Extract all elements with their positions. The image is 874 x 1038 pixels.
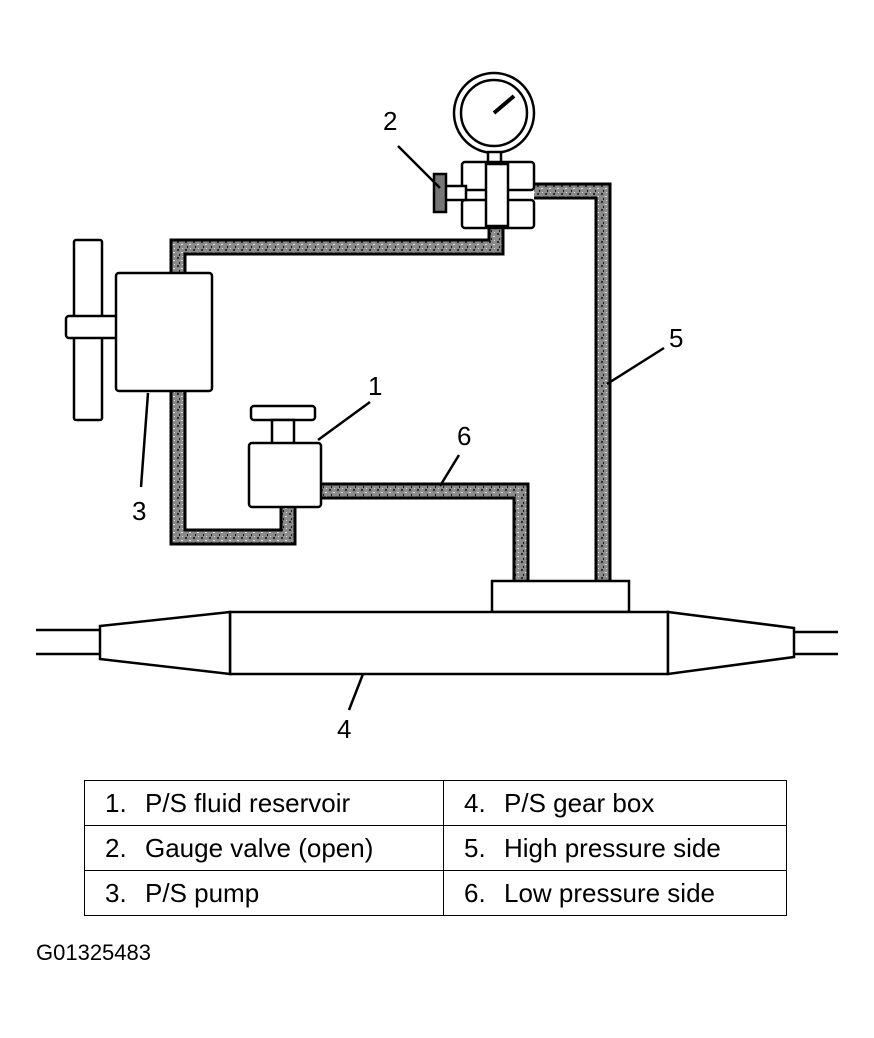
leader-2 <box>397 145 441 189</box>
legend-number: 3. <box>105 877 127 908</box>
low-pressure-hose <box>320 482 530 580</box>
leader-3 <box>139 392 150 488</box>
high-pressure-hose <box>534 182 612 580</box>
hoses <box>169 182 612 580</box>
leader-4 <box>347 673 365 711</box>
callout-1: 1 <box>368 371 382 401</box>
ps-fluid-reservoir <box>247 404 323 509</box>
legend-number: 4. <box>464 787 486 818</box>
gear-box-valve-housing <box>490 579 631 614</box>
legend-number: 1. <box>105 787 127 818</box>
callout-6: 6 <box>457 421 471 451</box>
leader-1 <box>317 400 371 442</box>
pulley-shaft <box>64 314 120 340</box>
left-boot <box>98 610 232 676</box>
leader-lines <box>139 145 665 711</box>
callout-4: 4 <box>337 714 351 744</box>
reservoir-cap <box>249 404 317 422</box>
leader-6 <box>438 454 461 487</box>
legend-label: P/S pump <box>145 877 260 908</box>
ps-pump <box>64 238 214 422</box>
legend-number: 5. <box>464 832 486 863</box>
reservoir-body <box>247 441 323 509</box>
legend-cell: 1. P/S fluid reservoir <box>84 780 444 826</box>
legend-row: 3. P/S pump 6. Low pressure side <box>84 870 787 916</box>
legend-cell: 4. P/S gear box <box>443 780 787 826</box>
ps-gear-box <box>36 579 838 676</box>
callout-labels: 1 2 3 4 5 6 <box>132 106 683 744</box>
pump-to-gauge-hose <box>169 196 505 272</box>
legend-cell: 2. Gauge valve (open) <box>84 825 444 871</box>
gauge-needle <box>492 94 516 115</box>
callout-3: 3 <box>132 496 146 526</box>
leader-5 <box>606 346 665 386</box>
gear-box-body <box>228 610 670 676</box>
legend-label: Gauge valve (open) <box>145 832 374 863</box>
legend-number: 6. <box>464 877 486 908</box>
legend-label: P/S gear box <box>504 787 655 818</box>
legend-table: 1. P/S fluid reservoir 4. P/S gear box 2. G… <box>84 780 787 916</box>
legend-label: P/S fluid reservoir <box>145 787 351 818</box>
power-steering-pressure-test-diagram: 1 2 3 4 5 6 <box>36 71 838 744</box>
reservoir-neck <box>270 418 296 446</box>
legend-label: High pressure side <box>504 832 721 863</box>
legend-cell: 5. High pressure side <box>443 825 787 871</box>
legend-row: 1. P/S fluid reservoir 4. P/S gear box <box>84 780 787 826</box>
gauge-valve-knob <box>432 172 448 214</box>
pump-body <box>114 271 214 393</box>
legend-label: Low pressure side <box>504 877 715 908</box>
callout-5: 5 <box>669 323 683 353</box>
callout-2: 2 <box>383 106 397 136</box>
figure-id: G01325483 <box>36 940 151 965</box>
pressure-gauge-assembly <box>432 71 536 230</box>
legend-cell: 3. P/S pump <box>84 870 444 916</box>
legend-row: 2. Gauge valve (open) 5. High pressure sid… <box>84 825 787 871</box>
legend-cell: 6. Low pressure side <box>443 870 787 916</box>
right-boot <box>666 610 796 676</box>
legend-number: 2. <box>105 832 127 863</box>
